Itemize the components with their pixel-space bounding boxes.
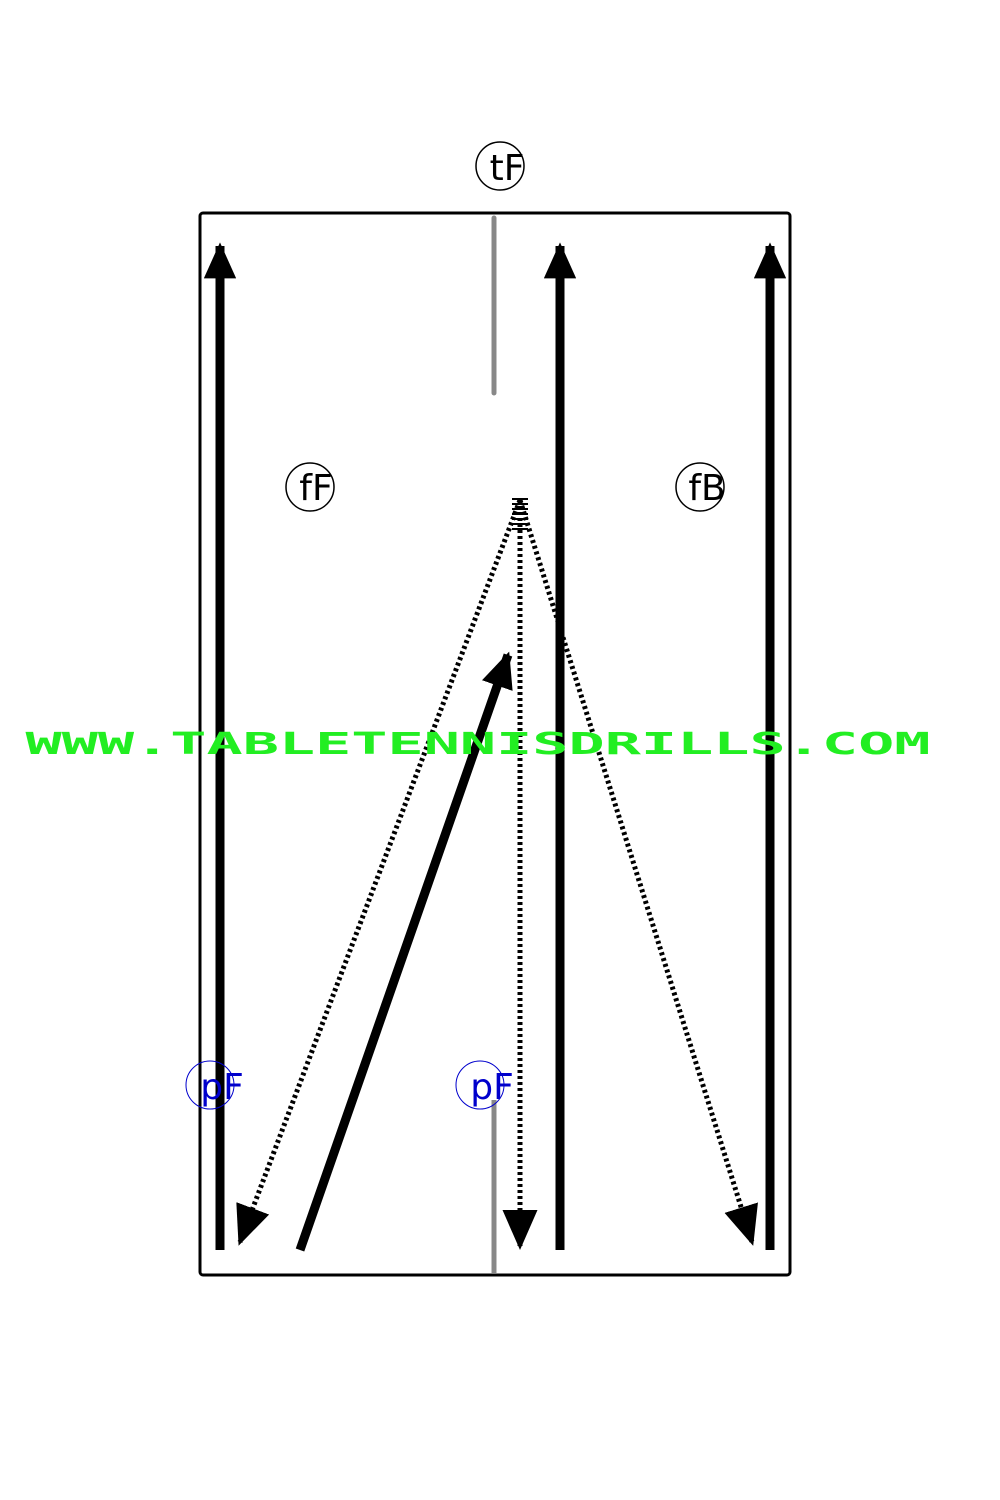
table-outline xyxy=(198,211,792,1277)
label-bottom-center: pF xyxy=(470,1067,514,1108)
label-circle-right-mid xyxy=(675,462,725,512)
arrow-dotted-right xyxy=(517,499,758,1246)
label-left-mid: fF xyxy=(299,468,332,509)
label-circle-top xyxy=(475,141,525,191)
label-right-mid: fB xyxy=(688,468,725,509)
label-bottom-left: pF xyxy=(200,1067,244,1108)
label-circle-bottom-center xyxy=(455,1060,505,1110)
arrow-dotted-left xyxy=(236,499,523,1246)
label-circle-bottom-left xyxy=(185,1060,235,1110)
watermark-text: WWW.TABLETENNISDRILLS.COM xyxy=(26,727,931,762)
label-top: tF xyxy=(490,148,525,189)
label-circle-left-mid xyxy=(285,462,335,512)
arrow-diagonal-solid xyxy=(295,651,513,1252)
